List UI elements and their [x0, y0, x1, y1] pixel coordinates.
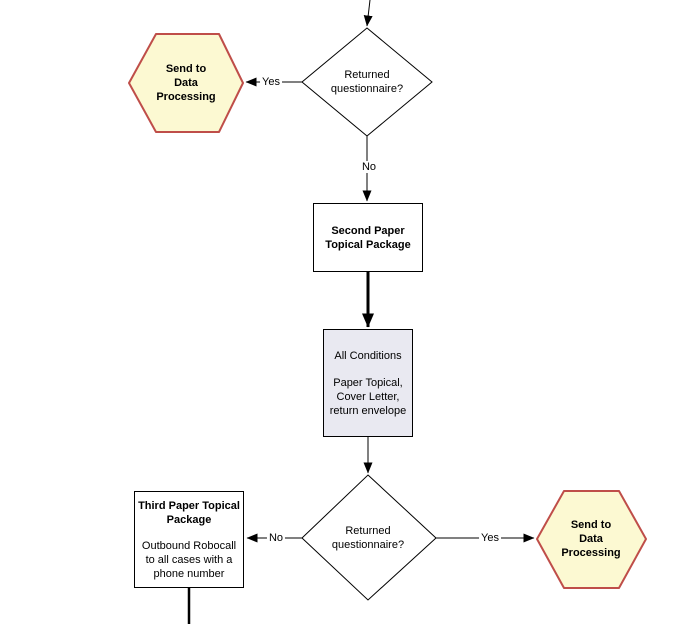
process-third-paper-title: Third Paper Topical Package	[138, 500, 240, 526]
edge-label-no-bottom: No	[266, 532, 286, 544]
all-conditions-body: Paper Topical, Cover Letter, return enve…	[329, 376, 407, 417]
hexagon-right-label: Send to Data Processing	[561, 519, 621, 559]
process-third-paper-body: Outbound Robocall to all cases with a ph…	[141, 540, 237, 580]
connector-top-in	[363, 0, 373, 27]
process-second-paper-label: Second Paper Topical Package	[325, 224, 411, 251]
decision-top-label: Returned questionnaire?	[330, 69, 404, 95]
edge-label-no-top: No	[359, 161, 379, 173]
decision-bottom-label: Returned questionnaire?	[331, 525, 405, 551]
hexagon-left-label: Send to Data Processing	[156, 63, 216, 103]
process-second-paper-box: Second Paper Topical Package	[313, 203, 423, 272]
all-conditions-box: All Conditions Paper Topical, Cover Lett…	[323, 329, 413, 437]
all-conditions-title: All Conditions	[334, 349, 402, 362]
process-third-paper-box: Third Paper Topical Package Outbound Rob…	[134, 491, 244, 588]
edge-label-yes-top: Yes	[260, 76, 282, 88]
hexagon-send-to-data-processing-right	[536, 490, 647, 589]
decision-diamond-bottom	[301, 474, 437, 601]
decision-diamond-top	[301, 27, 433, 137]
hexagon-send-to-data-processing-left	[128, 33, 244, 133]
edge-label-yes-bottom: Yes	[479, 532, 501, 544]
